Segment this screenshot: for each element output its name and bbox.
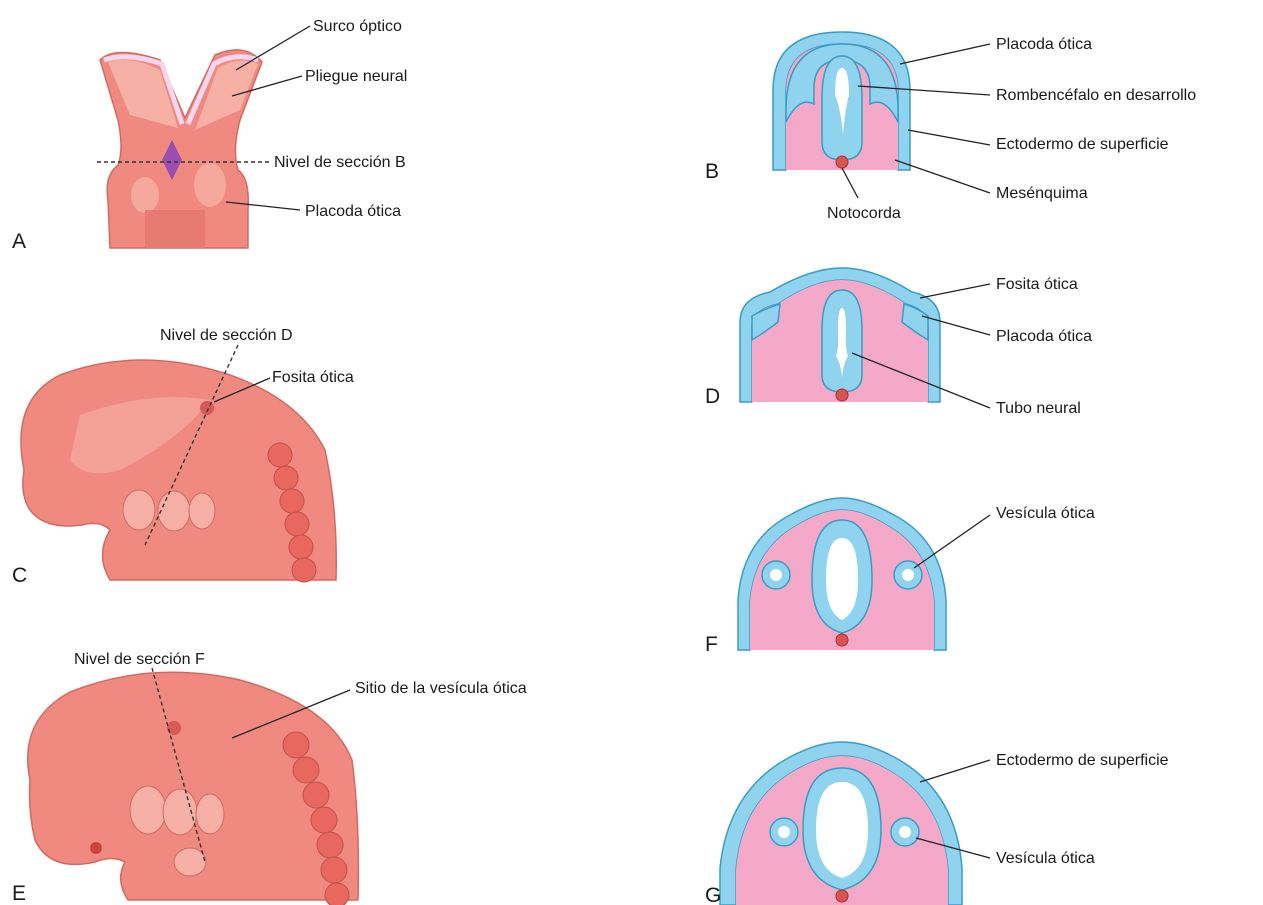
panel-letter-a: A <box>12 230 26 253</box>
label-mesenquima: Mesénquima <box>996 185 1088 202</box>
label-nivel-seccion-d: Nivel de sección D <box>160 327 293 344</box>
label-ectodermo-b: Ectodermo de superficie <box>996 136 1169 153</box>
panel-a-illustration <box>100 50 262 248</box>
panel-d: Fosita ótica Placoda ótica Tubo neural D <box>705 268 1092 417</box>
panel-letter-g: G <box>705 884 721 905</box>
label-notocorda: Notocorda <box>827 205 901 222</box>
panel-g: Ectodermo de superficie Vesícula ótica G <box>705 742 1169 905</box>
label-fosita-otica-d: Fosita ótica <box>996 276 1078 293</box>
leader-ecto-b <box>908 130 990 145</box>
leader-noto <box>842 168 858 198</box>
label-placoda-otica-d: Placoda ótica <box>996 328 1092 345</box>
panel-e: Nivel de sección F Sitio de la vesícula … <box>12 651 527 905</box>
leader-fosita-d <box>920 284 990 298</box>
notochord-d <box>836 389 848 401</box>
leader-surco <box>236 26 310 70</box>
panel-letter-e: E <box>12 882 26 905</box>
label-fosita-otica-c: Fosita ótica <box>272 369 354 386</box>
eye-e <box>90 842 102 854</box>
label-vesicula-otica-f: Vesícula ótica <box>996 505 1095 522</box>
panel-letter-f: F <box>705 633 718 656</box>
leader-mes <box>895 160 990 193</box>
label-pliegue-neural: Pliegue neural <box>305 68 407 85</box>
panel-letter-b: B <box>705 160 719 183</box>
label-ectodermo-g: Ectodermo de superficie <box>996 752 1169 769</box>
label-surco-optico: Surco óptico <box>313 18 402 35</box>
panel-letter-c: C <box>12 564 27 587</box>
panel-a: Surco óptico Pliegue neural Nivel de sec… <box>12 18 407 253</box>
panel-b: Placoda ótica Rombencéfalo en desarrollo… <box>705 32 1196 222</box>
label-rombencefalo: Rombencéfalo en desarrollo <box>996 87 1196 104</box>
label-vesicula-otica-g: Vesícula ótica <box>996 850 1095 867</box>
panel-c: Nivel de sección D Fosita ótica C <box>12 327 354 587</box>
panel-letter-d: D <box>705 385 720 408</box>
otic-pit-c <box>200 401 214 415</box>
label-nivel-seccion-f: Nivel de sección F <box>74 651 205 668</box>
notochord-f <box>836 634 848 646</box>
notochord-g <box>836 890 848 902</box>
panel-c-illustration <box>21 360 336 582</box>
notochord-b <box>836 156 848 168</box>
label-sitio-vesicula: Sitio de la vesícula ótica <box>355 680 527 697</box>
label-tubo-neural: Tubo neural <box>996 400 1081 417</box>
otic-vesicle-site-e <box>167 721 181 735</box>
leader-placoda-b <box>900 44 990 64</box>
label-nivel-seccion-b: Nivel de sección B <box>274 154 406 171</box>
label-placoda-otica-b: Placoda ótica <box>996 36 1092 53</box>
panel-f: Vesícula ótica F <box>705 498 1095 656</box>
leader-ecto-g <box>920 760 990 782</box>
label-placoda-otica-a: Placoda ótica <box>305 203 401 220</box>
